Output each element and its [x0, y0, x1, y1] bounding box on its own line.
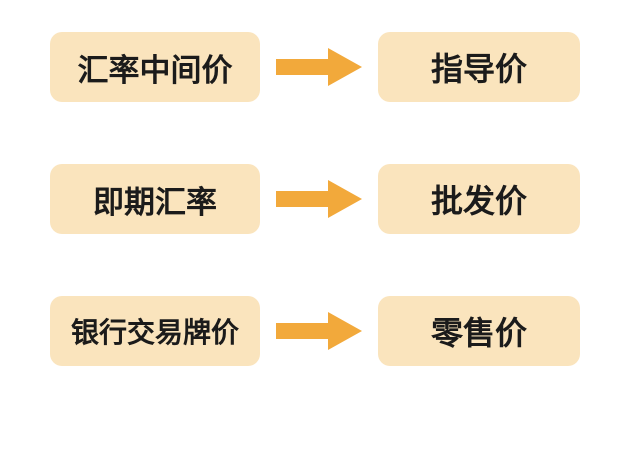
right-arrow-icon [276, 312, 362, 350]
target-label-2: 批发价 [430, 182, 527, 220]
right-arrow-icon [276, 180, 362, 218]
target-box-3: 零售价 [378, 296, 580, 366]
source-label-1: 汇率中间价 [77, 52, 233, 89]
target-label-3: 零售价 [430, 314, 527, 352]
target-box-2: 批发价 [378, 164, 580, 234]
diagram-rows: 汇率中间价 指导价 即期汇率 批发价 [0, 32, 640, 366]
target-box-1: 指导价 [378, 32, 580, 102]
diagram-row-1: 汇率中间价 指导价 [0, 32, 640, 102]
arrow-3 [260, 312, 378, 350]
right-arrow-icon [276, 48, 362, 86]
source-box-2: 即期汇率 [50, 164, 260, 234]
diagram-row-2: 即期汇率 批发价 [0, 164, 640, 234]
target-label-1: 指导价 [430, 50, 527, 88]
arrow-1 [260, 48, 378, 86]
source-box-1: 汇率中间价 [50, 32, 260, 102]
arrow-2 [260, 180, 378, 218]
source-label-3: 银行交易牌价 [70, 316, 239, 349]
source-box-3: 银行交易牌价 [50, 296, 260, 366]
source-label-2: 即期汇率 [93, 184, 217, 221]
diagram-row-3: 银行交易牌价 零售价 [0, 296, 640, 366]
